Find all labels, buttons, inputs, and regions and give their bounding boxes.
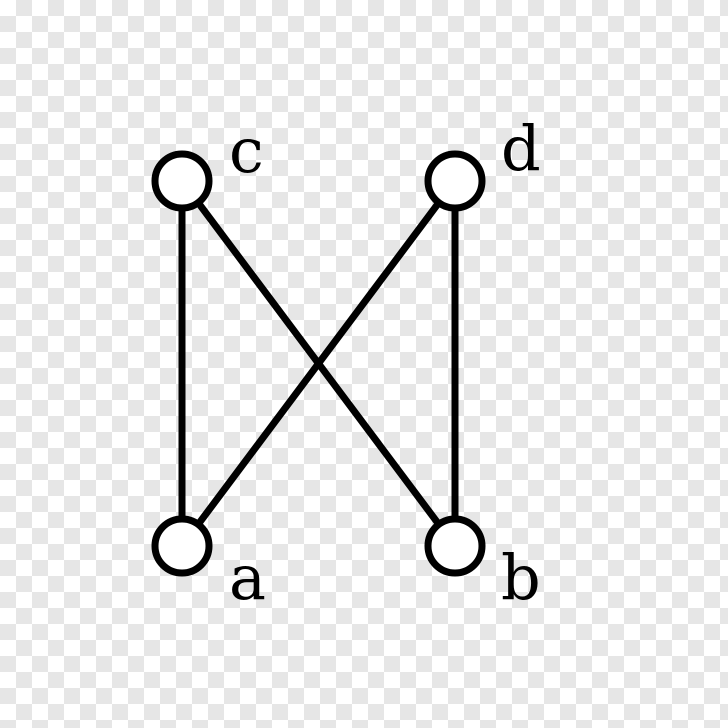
node-a <box>151 515 213 577</box>
nodes <box>151 150 486 577</box>
node-d <box>424 150 486 212</box>
label-b: b <box>501 541 541 614</box>
label-d: d <box>501 112 541 185</box>
edges <box>178 177 459 550</box>
label-a: a <box>229 541 266 614</box>
labels: c d a b <box>229 112 541 614</box>
label-c: c <box>229 114 264 187</box>
node-c <box>151 150 213 212</box>
node-b <box>424 515 486 577</box>
edge-d-a <box>178 177 459 550</box>
